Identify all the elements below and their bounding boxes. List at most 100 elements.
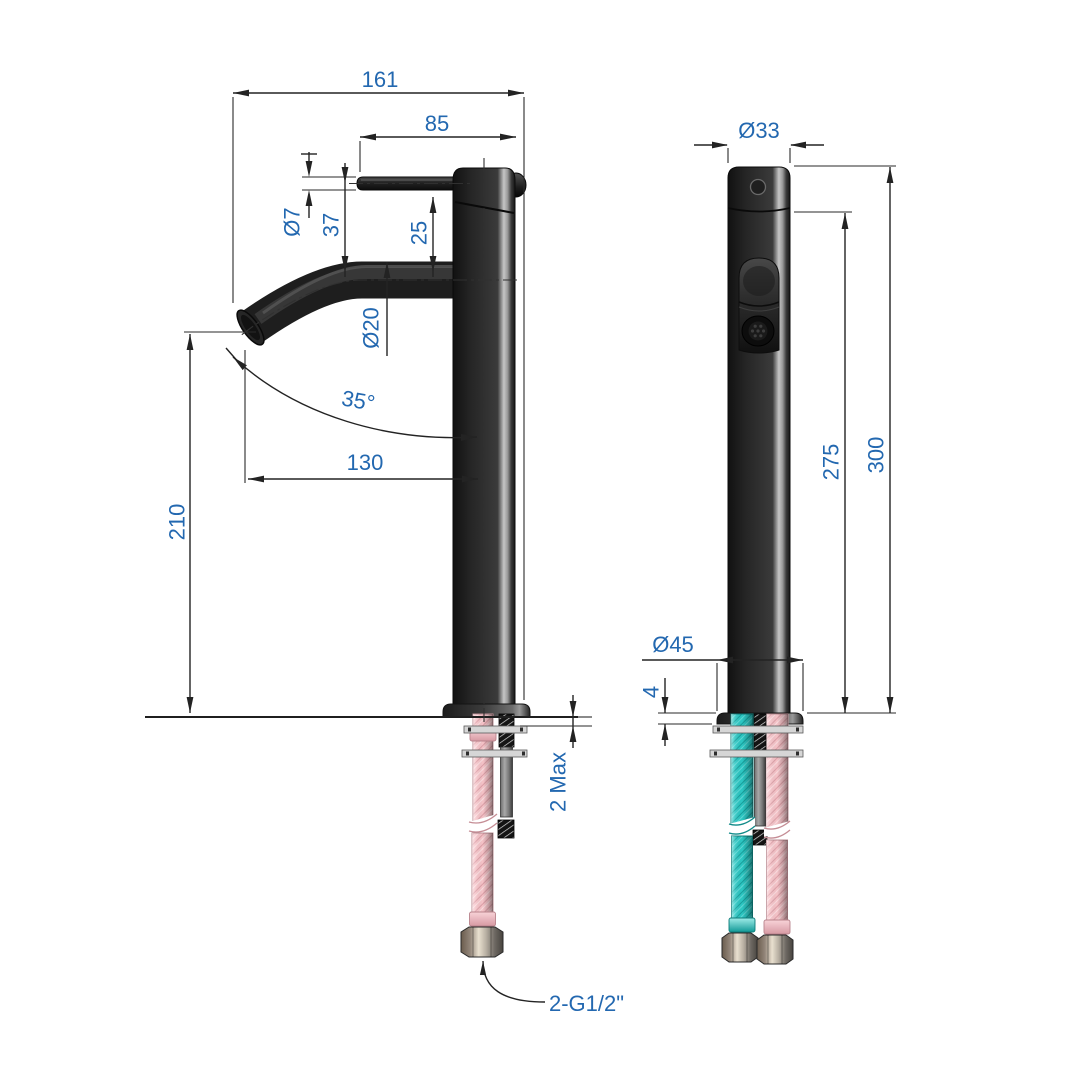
rod-shank-front bbox=[754, 751, 766, 827]
dim-spout-height: 210 bbox=[165, 331, 256, 713]
arrowhead bbox=[305, 161, 313, 177]
arrowhead bbox=[305, 190, 313, 206]
dim-spout-reach: 130 bbox=[244, 350, 478, 483]
arrowhead bbox=[429, 256, 437, 272]
cap-joint-line bbox=[727, 207, 791, 213]
arrowhead bbox=[790, 141, 806, 149]
washer-lower bbox=[461, 749, 528, 758]
arrowhead bbox=[569, 726, 577, 742]
handle-base-joint-line bbox=[454, 201, 515, 214]
dim-upper-body-height: 275 bbox=[794, 211, 852, 713]
dim-overall-height: 300 bbox=[794, 165, 896, 714]
dim-overall-height-label: 300 bbox=[864, 437, 889, 474]
washer-upper-tick-left bbox=[468, 727, 471, 732]
hot-hex-nut bbox=[756, 934, 794, 965]
faucet-side-geometry bbox=[236, 167, 531, 718]
aerator-mesh-dots bbox=[750, 324, 766, 338]
arrowhead bbox=[841, 213, 849, 229]
spout-front-band bbox=[738, 301, 780, 307]
spout-tube-highlight bbox=[262, 265, 458, 315]
supply-hose-cold-upper-shading bbox=[731, 714, 753, 826]
spout-front-band-highlight bbox=[738, 306, 780, 312]
spout-centerline bbox=[239, 279, 517, 337]
dim-body-diameter: Ø33 bbox=[694, 118, 824, 163]
dim-overall-depth: 161 bbox=[232, 67, 525, 700]
hot-hose-break-edge bbox=[763, 820, 791, 830]
front-view: Ø33 300 275 Ø45 bbox=[639, 118, 896, 965]
arrowhead bbox=[341, 167, 349, 183]
dim-base-diameter-label: Ø45 bbox=[652, 632, 694, 657]
arrowhead bbox=[841, 697, 849, 713]
dim-deck-clearance-label: 2 Max bbox=[546, 752, 571, 812]
arrowhead bbox=[886, 697, 894, 713]
dim-lever-length: 85 bbox=[359, 111, 516, 172]
hose-collar bbox=[469, 911, 496, 927]
dim-spout-angle: 35° bbox=[225, 347, 478, 441]
dim-lever-diameter-label: Ø7 bbox=[280, 207, 305, 236]
washer-lower-tick-right bbox=[522, 751, 525, 756]
rod-shank bbox=[500, 746, 513, 818]
arrowhead bbox=[886, 167, 894, 183]
dim-lever-height-label: 37 bbox=[319, 213, 344, 237]
cold-hose-break-edge bbox=[728, 816, 756, 826]
arrowhead bbox=[569, 701, 577, 717]
hot-hose-collar bbox=[763, 919, 791, 935]
washer-upper-tick-right bbox=[520, 727, 523, 732]
front-washer-upper-tick-left bbox=[717, 727, 720, 732]
arrowhead bbox=[341, 256, 349, 272]
arrowhead bbox=[233, 357, 247, 371]
arrowhead bbox=[186, 697, 194, 713]
arrowhead bbox=[508, 89, 524, 97]
side-under-deck-parts bbox=[460, 713, 528, 958]
dim-lever-diameter: Ø7 bbox=[280, 152, 356, 237]
cold-hose-collar bbox=[728, 917, 756, 933]
supply-hose-cold-lower-shading bbox=[731, 836, 753, 918]
arrowhead bbox=[479, 961, 487, 975]
dim-spout-angle-label: 35° bbox=[340, 385, 377, 415]
dim-overall-depth-label: 161 bbox=[362, 67, 399, 92]
spout-tube-shade bbox=[254, 267, 458, 324]
hose-break-edge-bottom bbox=[468, 822, 498, 833]
dim-spout-diameter-label: Ø20 bbox=[359, 307, 384, 349]
arrowhead bbox=[661, 724, 669, 740]
supply-hose-hot-lower-shading bbox=[766, 840, 788, 920]
arrowhead bbox=[429, 197, 437, 213]
arrowhead bbox=[360, 133, 376, 141]
dim-base-plate-thickness-label: 4 bbox=[639, 686, 664, 698]
dim-base-plate-thickness: 4 bbox=[639, 678, 716, 746]
rod-threaded-tip bbox=[497, 819, 515, 839]
dim-spout-top-offset: 25 bbox=[407, 197, 437, 277]
callout-inlet-thread: 2-G1/2" bbox=[479, 960, 624, 1016]
arrowhead bbox=[186, 334, 194, 350]
set-screw-button bbox=[749, 178, 767, 196]
side-centerlines bbox=[239, 158, 517, 723]
arrowhead bbox=[717, 656, 733, 664]
cold-hex-nut bbox=[721, 932, 759, 963]
arrowhead bbox=[248, 475, 264, 483]
washer-upper bbox=[463, 725, 528, 734]
angle-arc bbox=[232, 356, 478, 439]
arrowhead bbox=[787, 656, 803, 664]
supply-hose-hot-lower-shading bbox=[472, 833, 493, 912]
dim-upper-body-height-label: 275 bbox=[819, 444, 844, 481]
dim-spout-reach-label: 130 bbox=[347, 450, 384, 475]
arrowhead bbox=[461, 434, 477, 441]
dim-spout-height-label: 210 bbox=[165, 504, 190, 541]
front-washer-lower-tick-left bbox=[714, 751, 717, 756]
hot-hose-break-edge2 bbox=[763, 829, 791, 839]
faucet-body-front bbox=[727, 166, 791, 715]
arrowhead bbox=[233, 89, 249, 97]
hose-break-edge-top bbox=[468, 813, 498, 824]
faucet-front-geometry bbox=[716, 166, 804, 725]
side-view: 161 85 Ø7 37 bbox=[145, 67, 624, 1016]
arrowhead bbox=[661, 697, 669, 713]
cold-hose-break-edge2 bbox=[728, 825, 756, 835]
spout-front-dome bbox=[743, 266, 775, 296]
washer-lower-tick-left bbox=[466, 751, 469, 756]
leader-line bbox=[482, 960, 546, 1003]
front-washer-upper-tick-right bbox=[796, 727, 799, 732]
front-washer-lower bbox=[709, 749, 804, 758]
dim-base-diameter: Ø45 bbox=[642, 632, 804, 711]
